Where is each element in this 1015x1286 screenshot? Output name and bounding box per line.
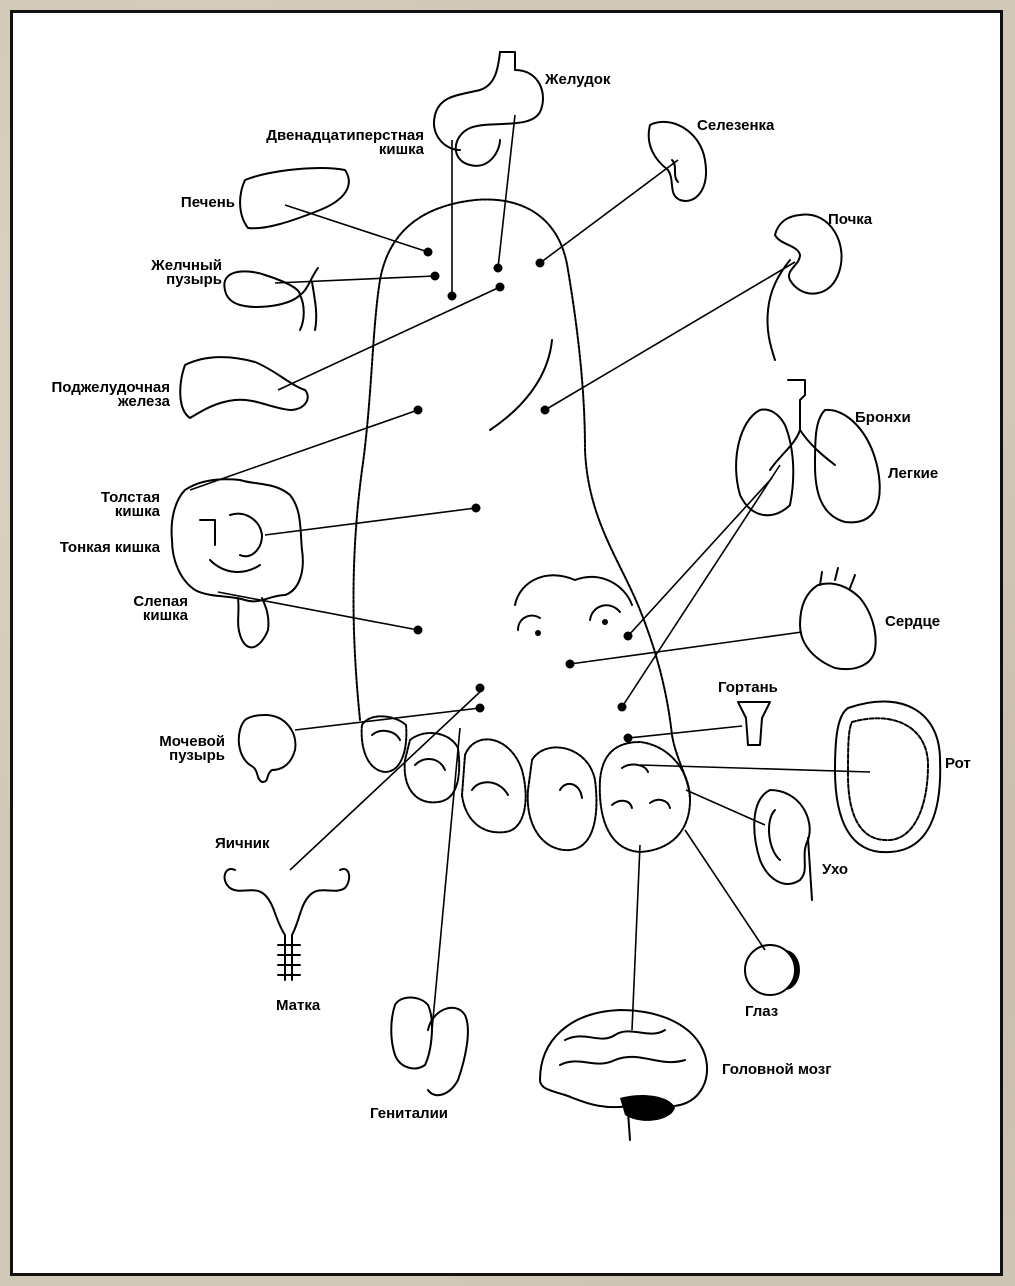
label-brain: Головной мозг <box>722 1062 831 1077</box>
label-kidney: Почка <box>828 212 872 227</box>
mouth-drawing <box>835 701 940 852</box>
gallbladder-drawing <box>224 268 318 330</box>
label-liver: Печень <box>140 195 235 210</box>
label-ovary: Яичник <box>215 836 270 851</box>
pancreas-drawing <box>180 357 307 418</box>
label-ear: Ухо <box>822 862 848 877</box>
label-genitals: Гениталии <box>370 1106 448 1121</box>
label-pancreas-line2: железа <box>12 394 170 409</box>
liver-drawing <box>240 168 349 228</box>
heart-drawing <box>800 568 876 669</box>
larynx-drawing <box>738 702 770 745</box>
label-bladder-line2: пузырь <box>110 748 225 763</box>
label-larynx: Гортань <box>718 680 778 695</box>
label-bronchi: Бронхи <box>855 410 911 425</box>
reflex-points <box>414 248 633 743</box>
ear-drawing <box>754 790 812 900</box>
label-lungs: Легкие <box>888 466 938 481</box>
label-spleen: Селезенка <box>697 118 774 133</box>
label-heart: Сердце <box>885 614 940 629</box>
label-mouth: Рот <box>945 756 971 771</box>
lungs-drawing <box>736 380 880 522</box>
label-cecum-line2: кишка <box>60 608 188 623</box>
brain-drawing <box>540 1010 707 1140</box>
label-gallbladder-line2: пузырь <box>110 272 222 287</box>
foot-outline <box>354 199 691 852</box>
uterus-drawing <box>225 869 350 980</box>
genitals-drawing <box>391 998 468 1096</box>
label-uterus: Матка <box>276 998 320 1013</box>
bladder-drawing <box>239 715 296 782</box>
label-duodenum-line2: кишка <box>222 142 424 157</box>
label-large-intestine-line2: кишка <box>60 504 160 519</box>
label-eye: Глаз <box>745 1004 778 1019</box>
intestines-drawing <box>172 479 303 647</box>
stomach-drawing <box>434 52 543 166</box>
leader-lines <box>190 115 870 1030</box>
kidney-drawing <box>767 215 841 360</box>
eye-drawing <box>745 945 800 995</box>
label-small-intestine: Тонкая кишка <box>20 540 160 555</box>
label-stomach: Желудок <box>545 72 610 87</box>
